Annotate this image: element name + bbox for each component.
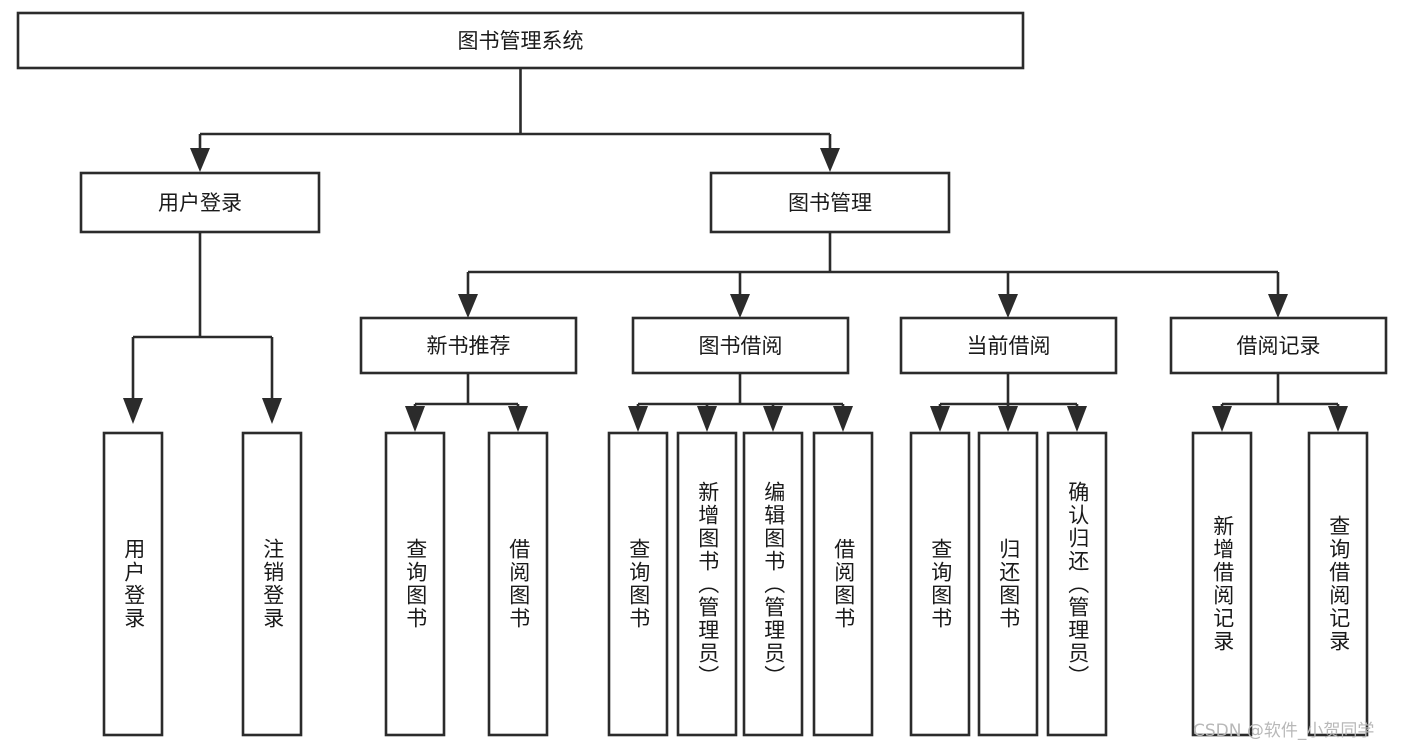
arrow-head-user-login [190, 148, 210, 172]
node-root-label: 图书管理系统 [458, 29, 584, 53]
connector-group-book-manage [458, 232, 1288, 318]
connector-group-root [190, 68, 840, 172]
node-new-book-recommend-label: 新书推荐 [427, 334, 511, 358]
arrow-head-leaf-add-book [697, 406, 717, 432]
arrow-head-borrow-record [1268, 294, 1288, 318]
arrow-head-book-borrow [730, 294, 750, 318]
node-book-manage-label: 图书管理 [788, 191, 872, 215]
connector-group-current-borrow [930, 373, 1087, 432]
node-user-login-label: 用户登录 [158, 191, 242, 215]
connector-group-new-book-recommend [405, 373, 528, 432]
node-leaf-add-book-box[interactable] [676, 431, 738, 737]
node-leaf-add-record-box[interactable] [1191, 431, 1253, 737]
connector-group-book-borrow [628, 373, 853, 432]
arrow-head-leaf-confirm-return [1067, 406, 1087, 432]
node-current-borrow-label: 当前借阅 [967, 334, 1051, 358]
arrow-head-current-borrow [998, 294, 1018, 318]
arrow-head-leaf-edit-book [763, 406, 783, 432]
node-leaf-borrow-book-1-box[interactable] [487, 431, 549, 737]
node-leaf-query-record-box[interactable] [1307, 431, 1369, 737]
arrow-head-leaf-query-book-1 [405, 406, 425, 432]
node-root-box[interactable] [16, 11, 1025, 70]
node-borrow-record-label: 借阅记录 [1237, 334, 1321, 358]
arrow-head-leaf-query-record [1328, 406, 1348, 432]
arrow-head-leaf-borrow-book-2 [833, 406, 853, 432]
arrow-head-book-manage [820, 148, 840, 172]
node-root[interactable]: 图书管理系统 [16, 11, 1025, 70]
arrow-head-leaf-add-record [1212, 406, 1232, 432]
node-book-borrow-label: 图书借阅 [699, 334, 783, 358]
node-leaf-return-book-box[interactable] [977, 431, 1039, 737]
connector-group-borrow-record [1212, 373, 1348, 432]
arrow-head-leaf-return-book [998, 406, 1018, 432]
node-leaf-user-logout-box[interactable] [241, 431, 303, 737]
node-book-borrow[interactable]: 图书借阅 [631, 316, 850, 375]
node-leaf-query-book-1-box[interactable] [384, 431, 446, 737]
node-borrow-record[interactable]: 借阅记录 [1169, 316, 1388, 375]
node-current-borrow-box[interactable] [899, 316, 1118, 375]
node-user-login[interactable]: 用户登录 [79, 171, 321, 234]
node-leaf-edit-book-box[interactable] [742, 431, 804, 737]
csdn-watermark: CSDN @软件_小贺同学 [1193, 721, 1375, 741]
node-book-manage-box[interactable] [709, 171, 951, 234]
arrow-head-leaf-query-book-2 [628, 406, 648, 432]
arrow-head-leaf-user-login [123, 398, 143, 424]
node-leaf-query-book-3-box[interactable] [909, 431, 971, 737]
node-current-borrow[interactable]: 当前借阅 [899, 316, 1118, 375]
arrow-head-leaf-user-logout [262, 398, 282, 424]
node-leaf-query-book-2-box[interactable] [607, 431, 669, 737]
node-new-book-recommend-box[interactable] [359, 316, 578, 375]
node-book-borrow-box[interactable] [631, 316, 850, 375]
node-book-manage[interactable]: 图书管理 [709, 171, 951, 234]
node-leaf-confirm-return-box[interactable] [1046, 431, 1108, 737]
arrow-head-leaf-query-book-3 [930, 406, 950, 432]
node-leaf-borrow-book-2-box[interactable] [812, 431, 874, 737]
node-new-book-recommend[interactable]: 新书推荐 [359, 316, 578, 375]
node-borrow-record-box[interactable] [1169, 316, 1388, 375]
node-leaf-user-login-box[interactable] [102, 431, 164, 737]
node-user-login-box[interactable] [79, 171, 321, 234]
arrow-head-new-book-recommend [458, 294, 478, 318]
arrow-head-leaf-borrow-book-1 [508, 406, 528, 432]
connector-group-user-login [123, 232, 282, 424]
